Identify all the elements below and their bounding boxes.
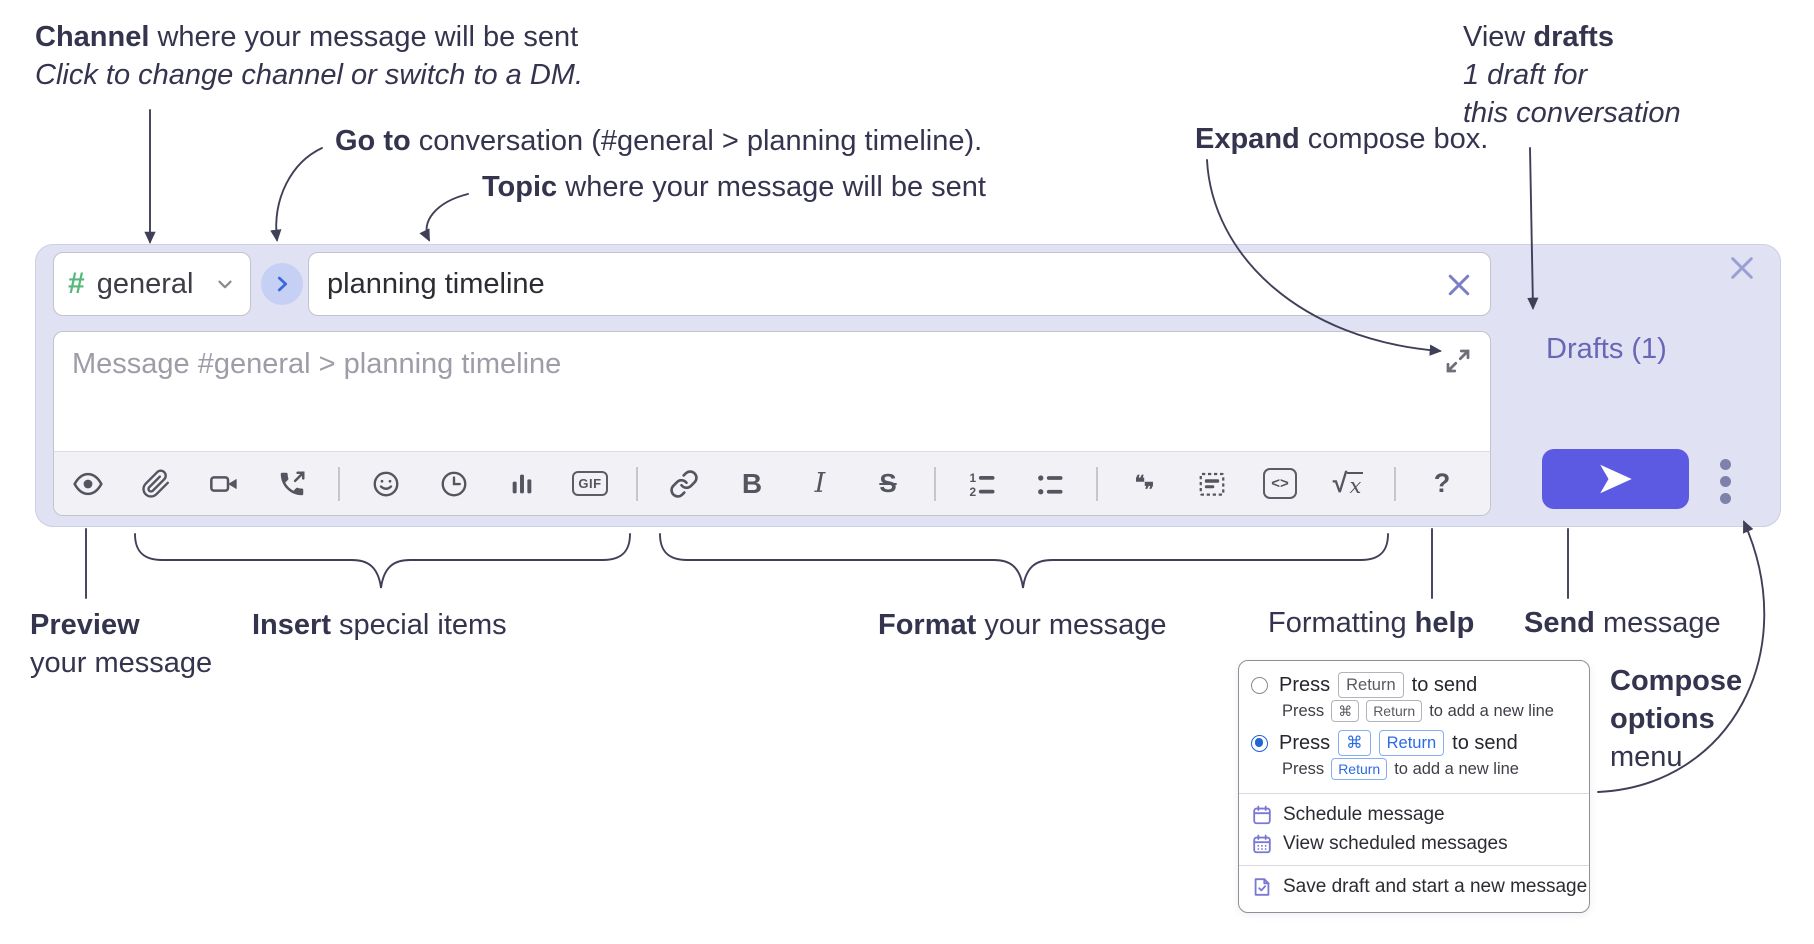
- radio-selected[interactable]: [1251, 734, 1268, 752]
- emoji-icon[interactable]: [362, 458, 410, 510]
- video-call-icon[interactable]: [200, 458, 248, 510]
- channel-name: general: [96, 267, 194, 300]
- svg-text:2: 2: [970, 484, 977, 498]
- voice-call-icon[interactable]: [268, 458, 316, 510]
- dot: [1719, 475, 1731, 487]
- option-cmd-enter-sends-hint: Press Return to add a new line: [1282, 758, 1577, 781]
- annotation-preview: Preview your message: [30, 609, 213, 679]
- close-icon: [1731, 256, 1753, 279]
- toolbar-divider: [338, 466, 340, 501]
- preview-icon[interactable]: [64, 458, 112, 510]
- math-icon[interactable]: √x: [1324, 458, 1372, 510]
- numbered-list-icon[interactable]: 1 2: [958, 458, 1006, 510]
- dot: [1719, 458, 1731, 470]
- menu-item-save-draft[interactable]: Save draft and start a new message: [1251, 872, 1587, 902]
- code-icon[interactable]: <>: [1256, 458, 1304, 510]
- topic-clear-button[interactable]: [1444, 270, 1474, 300]
- annotation-topic: Topic where your message will be sent: [482, 171, 986, 203]
- annotation-format: Format your message: [878, 609, 1167, 641]
- toolbar-divider: [934, 466, 936, 501]
- calendar-grid-icon: [1253, 835, 1271, 854]
- popup-divider: [1239, 792, 1589, 794]
- key-return: Return: [1366, 700, 1423, 723]
- compose-toolbar: GIF B I S: [54, 451, 1490, 515]
- compose-close-button[interactable]: [1724, 251, 1760, 287]
- italic-icon[interactable]: I: [796, 458, 844, 510]
- drafts-link[interactable]: Drafts (1): [1546, 333, 1667, 365]
- send-button[interactable]: [1542, 449, 1689, 509]
- annotation-goto: Go to conversation (#general > planning …: [335, 125, 983, 157]
- compose-options-popup: Press Return to send Press ⌘ Return to a…: [1238, 660, 1590, 913]
- toolbar-divider: [1394, 466, 1396, 501]
- option-enter-sends[interactable]: Press Return to send: [1251, 671, 1577, 700]
- bulleted-list-icon[interactable]: [1026, 458, 1074, 510]
- expand-compose-button[interactable]: [1440, 344, 1476, 380]
- send-plane-icon: [1599, 464, 1632, 494]
- attach-file-icon[interactable]: [132, 458, 180, 510]
- popup-divider: [1239, 865, 1589, 867]
- topic-input[interactable]: [309, 253, 1490, 315]
- key-return: Return: [1338, 672, 1404, 699]
- option-cmd-enter-sends[interactable]: Press ⌘ Return to send: [1251, 729, 1577, 758]
- save-draft-icon: [1254, 878, 1270, 896]
- menu-item-view-scheduled-messages[interactable]: View scheduled messages: [1251, 829, 1577, 859]
- annotation-formatting-help: Formatting help: [1268, 607, 1475, 639]
- bold-icon[interactable]: B: [728, 458, 776, 510]
- message-box: GIF B I S: [53, 331, 1491, 516]
- menu-item-schedule-message[interactable]: Schedule message: [1251, 800, 1577, 830]
- key-return: Return: [1378, 730, 1445, 757]
- annotation-view-drafts: View drafts 1 draft for this conversatio…: [1463, 21, 1681, 129]
- key-cmd: ⌘: [1331, 700, 1360, 723]
- compose-box: # general Drafts (1): [35, 244, 1781, 527]
- toolbar-divider: [636, 466, 638, 501]
- option-enter-sends-hint: Press ⌘ Return to add a new line: [1282, 700, 1577, 723]
- calendar-icon: [1253, 805, 1271, 824]
- message-input[interactable]: [54, 332, 1490, 450]
- time-icon[interactable]: [430, 458, 478, 510]
- poll-icon[interactable]: [498, 458, 546, 510]
- go-to-conversation-button[interactable]: [261, 263, 303, 305]
- annotation-send: Send message: [1524, 607, 1721, 639]
- toolbar-divider: [1096, 466, 1098, 501]
- annotation-channel-sub: Click to change channel or switch to a D…: [35, 59, 584, 91]
- key-return: Return: [1331, 758, 1388, 781]
- channel-hash-icon: #: [68, 267, 85, 300]
- close-icon: [1448, 274, 1470, 296]
- topic-input-wrap: [308, 252, 1491, 316]
- annotation-expand: Expand compose box.: [1195, 123, 1489, 155]
- chevron-down-icon: [218, 280, 232, 289]
- svg-text:1: 1: [970, 471, 977, 485]
- message-formatting-help-icon[interactable]: ?: [1418, 458, 1466, 510]
- gif-icon[interactable]: GIF: [566, 458, 614, 510]
- annotation-channel-bold: Channel: [35, 21, 150, 53]
- channel-selector[interactable]: # general: [53, 252, 251, 316]
- expand-diagonal-icon: [1446, 349, 1470, 372]
- compose-options-button[interactable]: [1704, 453, 1746, 509]
- dot: [1719, 492, 1731, 504]
- spoiler-icon[interactable]: [1188, 458, 1236, 510]
- radio-unselected[interactable]: [1251, 676, 1268, 694]
- annotation-compose-options: Compose options menu: [1610, 665, 1743, 773]
- key-cmd: ⌘: [1338, 730, 1371, 757]
- chevron-right-icon: [277, 276, 288, 292]
- annotation-channel: Channel where your message will be sent …: [35, 18, 583, 94]
- link-icon[interactable]: [660, 458, 708, 510]
- strikethrough-icon[interactable]: S: [864, 458, 912, 510]
- quote-icon[interactable]: ❝❞: [1120, 458, 1168, 510]
- annotation-insert: Insert special items: [252, 609, 507, 641]
